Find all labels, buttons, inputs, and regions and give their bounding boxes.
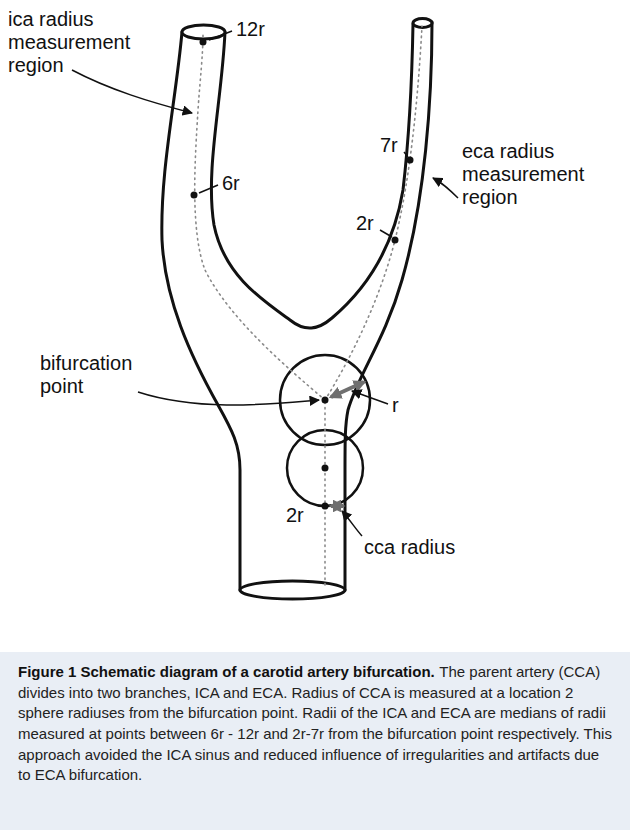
cca-leader: [342, 511, 362, 536]
caption-body: The parent artery (CCA) divides into two…: [18, 663, 612, 783]
radius-label: r: [392, 394, 399, 417]
caption-title: Figure 1 Schematic diagram of a carotid …: [18, 663, 435, 680]
point-2r-eca: [392, 237, 399, 244]
measure-point: [191, 39, 414, 510]
bifurcation-dot: [322, 397, 329, 404]
outer-wall-ica: [162, 32, 240, 590]
outer-wall-eca: [345, 22, 432, 590]
eca-leader: [433, 178, 458, 198]
cca-end: [240, 581, 345, 599]
point-12r: [200, 39, 207, 46]
point-label: bifurcation point: [40, 352, 152, 398]
vessel-wall: [162, 19, 432, 600]
distance-label: 7r: [380, 134, 398, 157]
distance-label: 2r: [286, 504, 304, 527]
ica-leader: [72, 70, 192, 113]
bifurcation-leader: [138, 392, 319, 405]
leader-6r: [199, 185, 218, 193]
r-leader: [352, 391, 388, 404]
point-7r: [407, 157, 414, 164]
inner-wall: [211, 24, 413, 328]
distance-label: 12r: [236, 18, 265, 41]
centerline: [195, 26, 422, 585]
point-6r: [191, 192, 198, 199]
leader-12r: [209, 31, 232, 40]
artery-illustration: [0, 0, 630, 650]
cca-centerline: [324, 400, 326, 585]
caption-text: Figure 1 Schematic diagram of a carotid …: [18, 662, 612, 786]
radius-label: cca radius: [364, 536, 455, 559]
radius-arrow: [331, 382, 364, 506]
region-label: ica radius measurement region: [8, 8, 140, 77]
point-2r-cca: [322, 503, 329, 510]
ica-centerline: [195, 34, 325, 400]
eca-centerline: [325, 26, 422, 400]
leader-line: [72, 31, 458, 536]
distance-label: 2r: [356, 212, 374, 235]
region-label: eca radius measurement region: [462, 140, 597, 209]
caption-panel: Figure 1 Schematic diagram of a carotid …: [0, 652, 630, 830]
sphere-center-dot: [322, 465, 329, 472]
sphere-radius-arrow: [331, 382, 364, 397]
distance-label: 6r: [222, 172, 240, 195]
cca-radius-arrow: [331, 504, 343, 508]
leader-7r: [404, 152, 408, 157]
leader-2r-eca: [380, 230, 392, 237]
label-layer: ica radius measurement region 12r 6r eca ra…: [0, 0, 630, 650]
